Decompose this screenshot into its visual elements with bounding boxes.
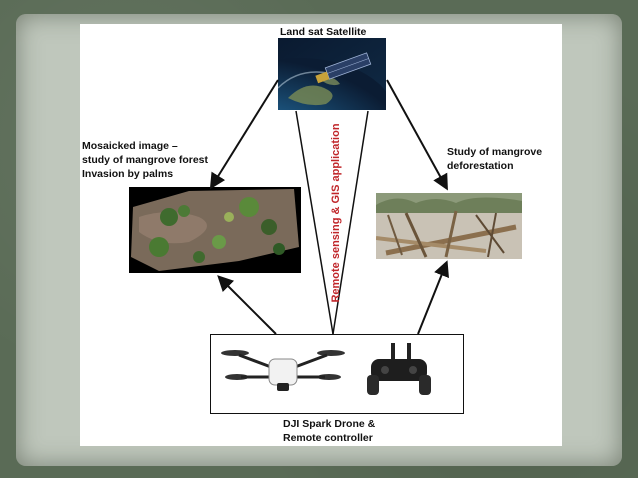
drone-box xyxy=(210,334,464,414)
satellite-label: Land sat Satellite xyxy=(280,26,367,38)
deforestation-label: Study of mangrove deforestation xyxy=(447,146,543,172)
mosaic-image xyxy=(129,187,301,273)
satellite-image xyxy=(278,38,386,110)
cone-line-left xyxy=(295,110,334,335)
arrow-satellite-to-mosaic xyxy=(209,79,279,190)
arrow-drone-to-deforestation xyxy=(417,260,449,335)
drone-label: DJI Spark Drone & Remote controller xyxy=(283,418,376,444)
mosaic-label: Mosaicked image – study of mangrove fore… xyxy=(82,140,209,180)
center-label: Remote sensing & GIS application xyxy=(330,123,342,303)
arrow-drone-to-mosaic xyxy=(217,275,277,335)
deforestation-image xyxy=(376,193,522,259)
cone-line-right xyxy=(332,110,369,335)
arrow-satellite-to-deforestation xyxy=(386,79,448,191)
drone-icon xyxy=(221,343,431,395)
